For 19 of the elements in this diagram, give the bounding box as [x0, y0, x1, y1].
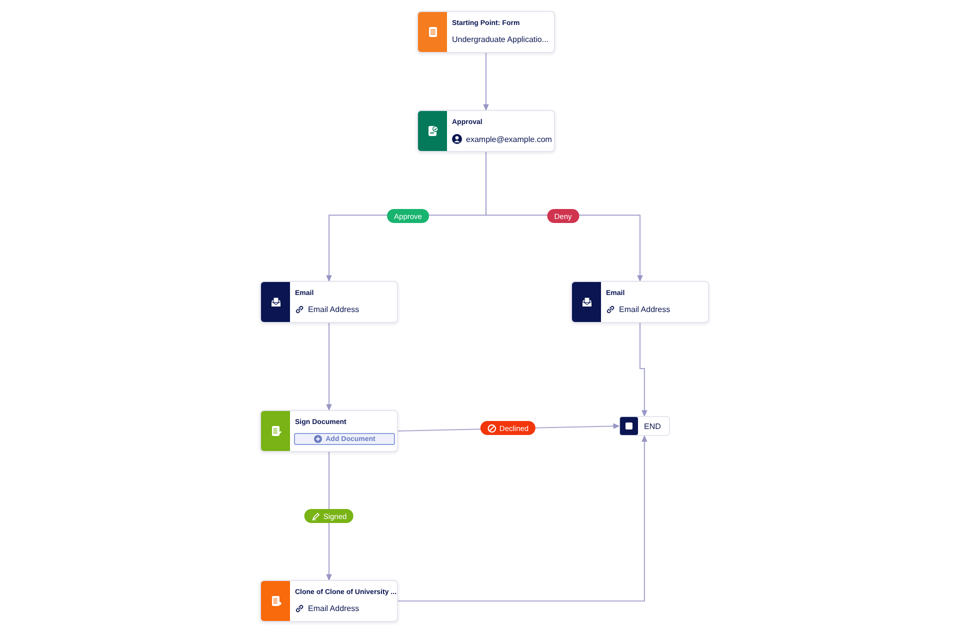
- node-title: END: [643, 422, 662, 430]
- node-detail: Undergraduate Applicatio...: [452, 35, 549, 44]
- connector-arrow: [398, 435, 648, 602]
- node-detail: Email Address: [308, 604, 360, 613]
- connector-arrow: [483, 53, 489, 111]
- node-detail: example@example.com: [466, 134, 552, 144]
- end-node: [619, 416, 670, 436]
- step-card: [417, 110, 555, 152]
- connector-arrow: [326, 323, 332, 411]
- step-card: [260, 281, 398, 323]
- connector-arrow: [326, 452, 332, 581]
- node-detail: Email Address: [308, 305, 360, 314]
- connector-arrow: [485, 152, 643, 282]
- step-card: [417, 11, 555, 53]
- step-card: [260, 580, 398, 622]
- step-card: [260, 410, 398, 452]
- step-card: [571, 281, 709, 323]
- connector-arrow: [639, 323, 648, 417]
- node-detail: Email Address: [619, 305, 670, 314]
